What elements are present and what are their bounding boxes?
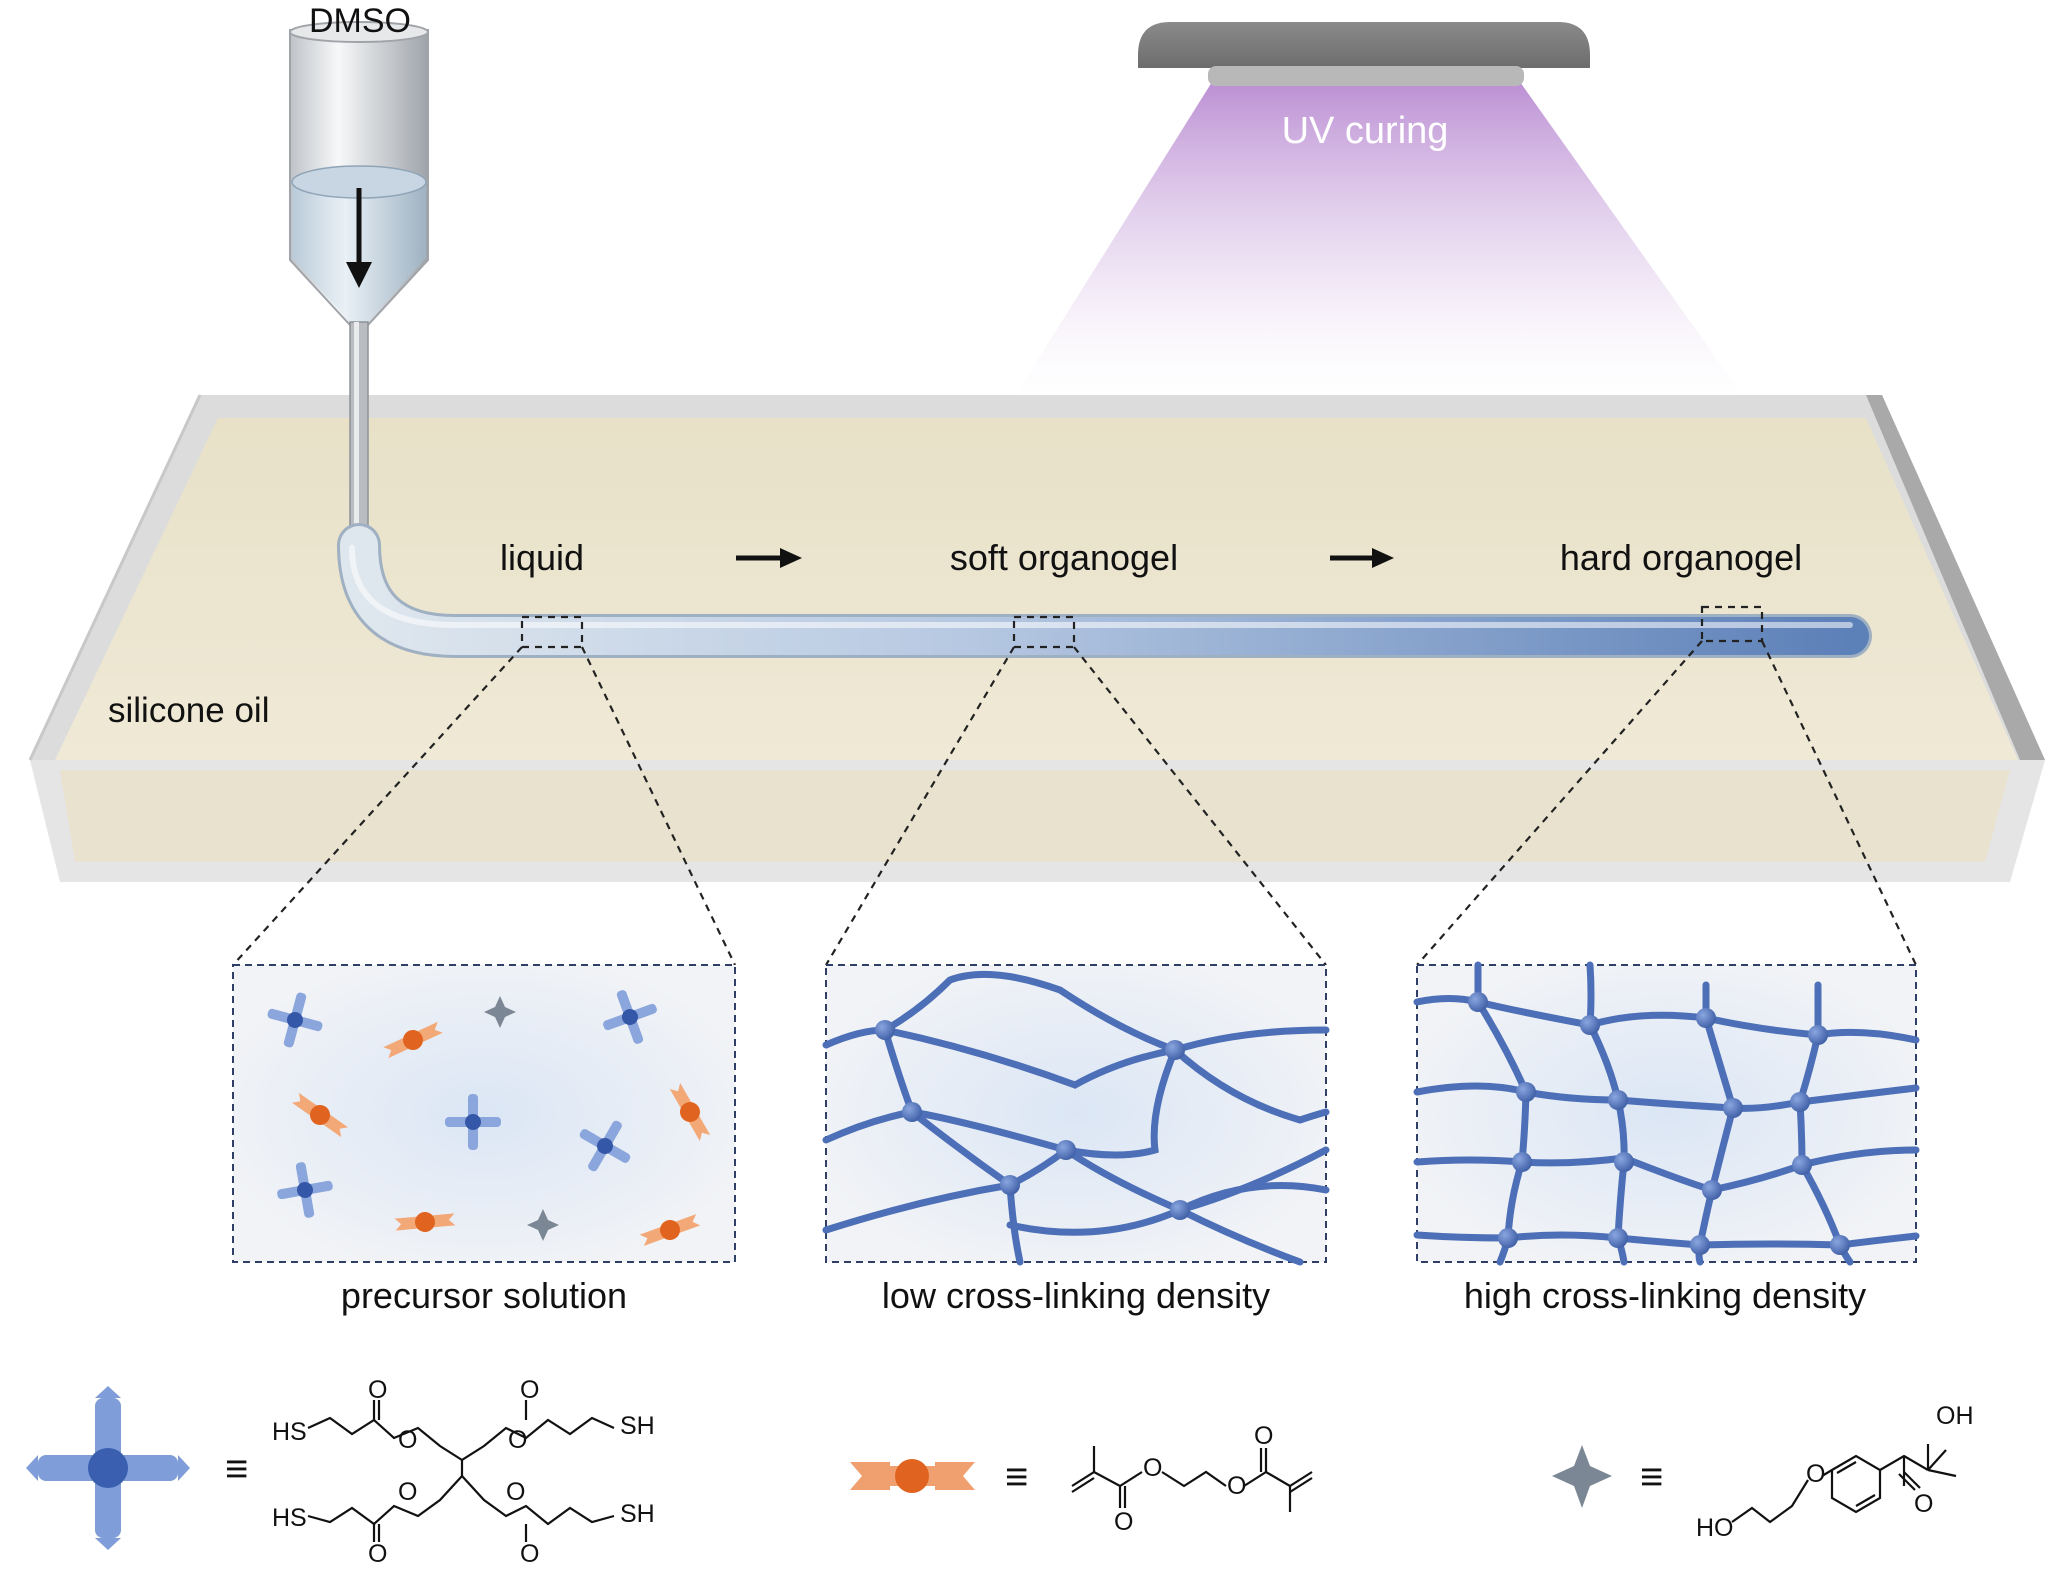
zoom-box-hard (1700, 605, 1764, 643)
legend-thiol-crosslinker: ≡ HS HS SH SH O O O O O O O O (26, 1376, 655, 1568)
acrylate-o-2: O (1114, 1508, 1133, 1536)
printing-nozzle (289, 21, 429, 545)
silicone-oil-bath (28, 394, 2045, 882)
zoom-box-soft (1012, 615, 1076, 649)
high-crosslink-caption: high cross-linking density (1464, 1275, 1866, 1316)
crosslinker-molecule (603, 990, 657, 1044)
acrylate-o-3: O (1227, 1472, 1246, 1500)
zoom-callouts (232, 605, 1917, 966)
uv-curing-label: UV curing (1282, 110, 1449, 152)
photoinitiator-structure (1731, 1444, 1957, 1524)
equiv-sign-3: ≡ (1640, 1455, 1663, 1499)
uv-light-beam (1000, 82, 1760, 420)
precursor-molecules (267, 990, 711, 1246)
thiol-o-1: O (368, 1376, 387, 1404)
initiator-molecule (527, 1209, 559, 1241)
thiol-sh-top-right: SH (620, 1412, 655, 1440)
thiol-structure (307, 1400, 615, 1542)
extruded-fiber (337, 523, 1872, 658)
uv-lamp (1000, 22, 1760, 420)
acrylate-o-1: O (1143, 1454, 1162, 1482)
initiator-oh: OH (1936, 1402, 1974, 1430)
stage-liquid-label: liquid (500, 537, 584, 578)
stage-arrow-2 (1330, 548, 1394, 568)
initiator-icon (1552, 1445, 1612, 1508)
high-crosslink-panel (1413, 961, 1920, 1266)
stage-hard-label: hard organogel (1560, 537, 1802, 578)
crosslinker-molecule (267, 992, 323, 1048)
legend-dimethacrylate: ≡ O O O O (850, 1422, 1313, 1536)
crosslinker-molecule (277, 1162, 333, 1218)
dmso-label: DMSO (309, 2, 411, 40)
thiol-sh-top-left: HS (272, 1418, 307, 1446)
monomer-molecule (669, 1083, 711, 1141)
uv-lamp-window (1208, 66, 1524, 86)
stage-soft-label: soft organogel (950, 537, 1178, 578)
low-crosslink-panel (822, 964, 1330, 1266)
monomer-molecule (394, 1212, 456, 1232)
initiator-ether-o: O (1806, 1460, 1825, 1488)
acrylate-o-4: O (1254, 1422, 1273, 1450)
thiol-o-2: O (398, 1426, 417, 1454)
thiol-sh-bottom-left: HS (272, 1504, 307, 1532)
monomer-molecule (291, 1092, 349, 1138)
thiol-o-8: O (520, 1540, 539, 1568)
thiol-sh-bottom-right: SH (620, 1500, 655, 1528)
silicone-oil-label: silicone oil (108, 691, 269, 730)
thiol-o-5: O (398, 1478, 417, 1506)
crosslinker-icon (26, 1386, 190, 1550)
legend-photoinitiator: ≡ OH HO O O (1552, 1402, 1974, 1542)
precursor-solution-panel (232, 964, 736, 1263)
crosslinker-molecule (579, 1120, 631, 1172)
thiol-o-3: O (520, 1376, 539, 1404)
uv-lamp-housing (1138, 22, 1590, 68)
initiator-molecule (484, 996, 516, 1028)
initiator-ketone-o: O (1914, 1490, 1933, 1518)
initiator-ho: HO (1696, 1514, 1734, 1542)
monomer-molecule (383, 1021, 443, 1059)
dimethacrylate-structure (1071, 1446, 1313, 1512)
low-density-crosslinks (875, 1020, 1190, 1220)
crosslinker-molecule (445, 1094, 501, 1150)
thiol-o-6: O (368, 1540, 387, 1568)
monomer-icon (850, 1459, 975, 1493)
thiol-o-4: O (508, 1426, 527, 1454)
equiv-sign-1: ≡ (225, 1447, 248, 1491)
precursor-solution-caption: precursor solution (341, 1275, 627, 1316)
monomer-molecule (639, 1214, 701, 1246)
stage-arrow-1 (736, 548, 802, 568)
equiv-sign-2: ≡ (1005, 1455, 1028, 1499)
low-crosslink-caption: low cross-linking density (882, 1275, 1270, 1316)
zoom-box-liquid (520, 615, 584, 649)
thiol-o-7: O (506, 1478, 525, 1506)
high-density-crosslinks (1468, 992, 1850, 1255)
